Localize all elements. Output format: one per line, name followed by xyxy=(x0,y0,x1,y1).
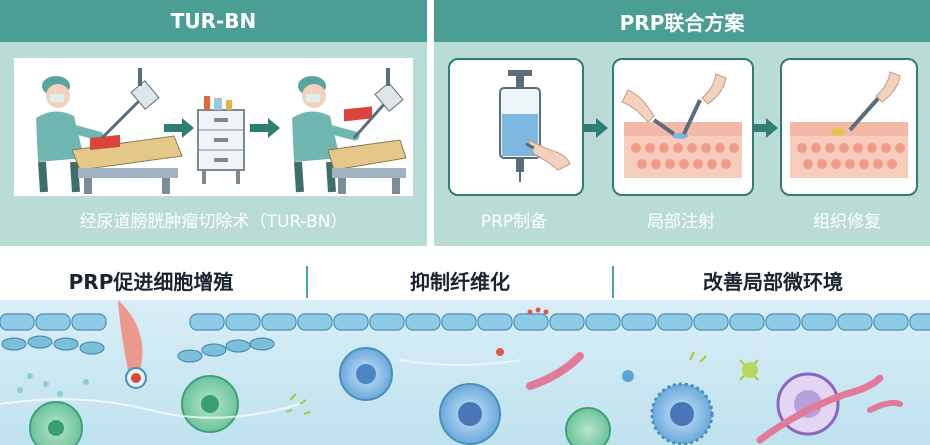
arrow-icon xyxy=(164,118,194,138)
surgeon-right-icon xyxy=(292,76,360,193)
effect-label-anti-fibrosis: 抑制纤维化 xyxy=(410,270,510,294)
repair-illustration xyxy=(790,71,908,178)
small-cell-icon xyxy=(622,370,634,382)
injection-illustration xyxy=(621,73,742,178)
prp-preparation-card xyxy=(448,58,584,196)
tur-bn-panel: TUR-BN xyxy=(0,0,427,246)
epithelial-layer xyxy=(0,313,930,331)
prp-plan-title: PRP联合方案 xyxy=(434,0,930,42)
tur-bn-caption: 经尿道膀胱肿瘤切除术（TUR-BN） xyxy=(79,212,348,232)
fiber-icon xyxy=(756,374,884,444)
fiber-icon xyxy=(526,352,584,390)
effect-label-microenvironment: 改善局部微环境 xyxy=(703,270,843,294)
green-cell-icon xyxy=(565,407,611,445)
resectoscope-right-icon xyxy=(352,68,404,139)
arrow-icon xyxy=(584,118,608,138)
tissue-microenvironment-illustration xyxy=(0,300,930,445)
surgery-scene xyxy=(36,68,407,194)
operating-table-right xyxy=(327,106,407,194)
surgery-illustration xyxy=(14,58,413,196)
step-label-tissue-repair: 组织修复 xyxy=(813,212,881,232)
divider xyxy=(612,266,614,298)
tissue-repair-card xyxy=(780,58,918,196)
arrow-icon xyxy=(250,118,280,138)
prp-plan-panel: PRP联合方案 xyxy=(434,0,930,246)
instrument-cart-icon xyxy=(197,96,245,184)
basal-layer xyxy=(1,335,275,363)
effect-label-proliferation: PRP促进细胞增殖 xyxy=(68,270,234,294)
arrow-icon xyxy=(754,118,778,138)
step-label-prp-preparation: PRP制备 xyxy=(480,212,548,232)
operating-table-left xyxy=(71,134,183,194)
step-label-local-injection: 局部注射 xyxy=(647,212,715,232)
divider xyxy=(306,266,308,298)
prp-drop-icon xyxy=(118,300,143,375)
syringe-illustration xyxy=(499,70,571,182)
surgeon-left-icon xyxy=(36,76,104,193)
resectoscope-left-icon xyxy=(100,68,160,140)
local-injection-card xyxy=(612,58,754,196)
tur-bn-title: TUR-BN xyxy=(0,0,427,42)
